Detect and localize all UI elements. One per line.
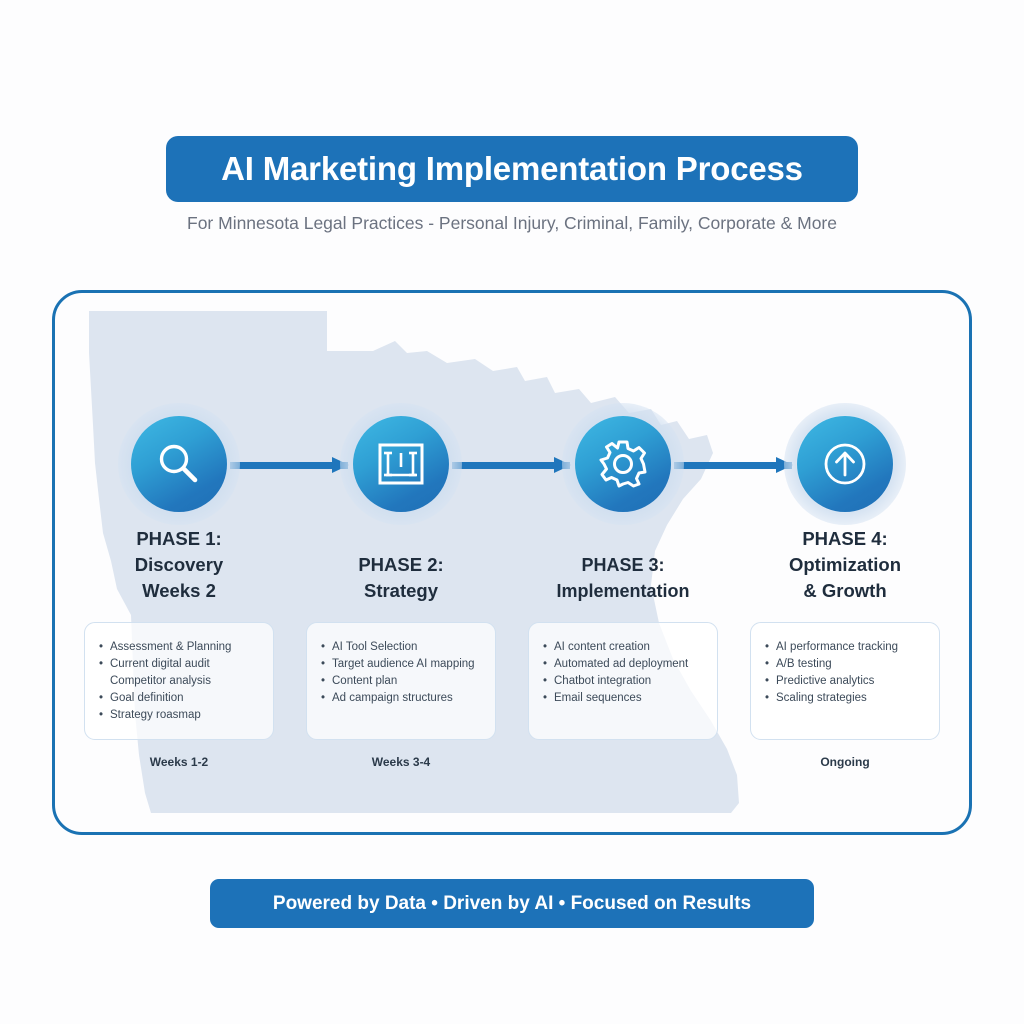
page-subtitle: For Minnesota Legal Practices - Personal… xyxy=(187,213,837,233)
list-item: Competitor analysis xyxy=(110,675,211,687)
phase-node-3: PHASE 3: Implementation AI content creat… xyxy=(512,290,734,835)
phase-title-line: PHASE 1: xyxy=(136,528,222,549)
list-item: Goal definition xyxy=(99,690,261,707)
list-item: Automated ad deployment xyxy=(543,656,705,673)
list-item: AI performance tracking xyxy=(765,639,927,656)
magnifier-icon xyxy=(153,438,205,490)
list-item: Scaling strategies xyxy=(765,690,927,707)
list-item: AI content creation xyxy=(543,639,705,656)
phase-icon-circle-1 xyxy=(131,416,227,512)
phase-card-2: AI Tool Selection Target audience AI map… xyxy=(306,622,496,740)
phase-title-line: Discovery xyxy=(134,554,224,575)
phase-card-4: AI performance tracking A/B testing Pred… xyxy=(750,622,940,740)
phase-node-1: PHASE 1: Discovery Weeks 2 Assessment & … xyxy=(68,290,290,835)
phase-title-line: PHASE 4: xyxy=(802,528,888,549)
phase-title-2: PHASE 2: Strategy xyxy=(290,552,512,604)
phase-title-line: Weeks 2 xyxy=(142,580,216,601)
phase-node-2: PHASE 2: Strategy AI Tool Selection Targ… xyxy=(290,290,512,835)
arrow-shaft xyxy=(674,462,792,469)
list-item: Assessment & Planning xyxy=(99,639,261,656)
footer-banner: Powered by Data • Driven by AI • Focused… xyxy=(210,879,814,928)
list-item: Chatbot integration xyxy=(543,673,705,690)
phase-duration-1: Weeks 1-2 xyxy=(149,755,209,769)
phase-title-4: PHASE 4: Optimization & Growth xyxy=(734,526,956,604)
phase-title-line: PHASE 2: xyxy=(358,554,444,575)
phase-title-line: Optimization xyxy=(788,554,902,575)
phase-title-3: PHASE 3: Implementation xyxy=(512,552,734,604)
phase-duration-4: Ongoing xyxy=(820,755,870,769)
footer-tagline: Powered by Data • Driven by AI • Focused… xyxy=(272,892,752,914)
list-item: Content plan xyxy=(321,673,483,690)
blueprint-icon xyxy=(376,439,426,489)
phase-card-1: Assessment & Planning Current digital au… xyxy=(84,622,274,740)
list-item: Email sequences xyxy=(543,690,705,707)
list-item: A/B testing xyxy=(765,656,927,673)
arrow-shaft xyxy=(230,462,348,469)
arrow-shaft xyxy=(452,462,570,469)
arrow-up-circle-icon xyxy=(819,438,871,490)
list-item: Strategy roasmap xyxy=(99,707,261,724)
phase-title-line: PHASE 3: xyxy=(581,555,665,575)
list-item: AI Tool Selection xyxy=(321,639,483,656)
list-item: Ad campaign structures xyxy=(321,690,483,707)
phase-title-line: Implementation xyxy=(556,581,690,601)
list-item: Predictive analytics xyxy=(765,673,927,690)
title-banner: AI Marketing Implementation Process xyxy=(166,136,858,202)
gear-icon xyxy=(598,439,648,489)
phase-item-list: AI content creation Automated ad deploym… xyxy=(543,639,705,707)
phase-title-line: & Growth xyxy=(803,580,887,601)
phase-icon-circle-2 xyxy=(353,416,449,512)
phase-item-list: AI performance tracking A/B testing Pred… xyxy=(765,639,927,707)
phase-node-4: PHASE 4: Optimization & Growth AI perfor… xyxy=(734,290,956,835)
phase-item-list: AI Tool Selection Target audience AI map… xyxy=(321,639,483,707)
phase-icon-circle-3 xyxy=(575,416,671,512)
list-item: Current digital audit xyxy=(99,656,261,673)
phase-item-list: Assessment & Planning Current digital au… xyxy=(99,639,261,724)
phase-duration-2: Weeks 3-4 xyxy=(371,755,431,769)
phase-title-1: PHASE 1: Discovery Weeks 2 xyxy=(68,526,290,604)
process-flow: PHASE 1: Discovery Weeks 2 Assessment & … xyxy=(52,290,972,835)
phase-icon-circle-4 xyxy=(797,416,893,512)
phase-card-3: AI content creation Automated ad deploym… xyxy=(528,622,718,740)
page-title: AI Marketing Implementation Process xyxy=(221,150,803,187)
phase-title-line: Strategy xyxy=(363,580,439,601)
list-item: Target audience AI mapping xyxy=(321,656,483,673)
